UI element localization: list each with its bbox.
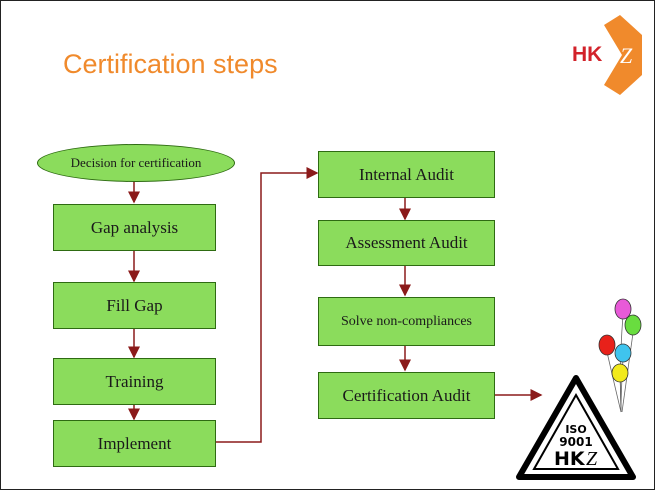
step-training: Training	[53, 358, 216, 405]
step-gap-analysis: Gap analysis	[53, 204, 216, 251]
step-fill-gap: Fill Gap	[53, 282, 216, 329]
iso-9001-badge: ISO 9001 HK Z	[516, 375, 636, 480]
step-internal-audit: Internal Audit	[318, 151, 495, 198]
slide-title: Certification steps	[63, 49, 278, 79]
badge-line3b: Z	[586, 448, 598, 470]
logo-text: HK	[572, 43, 602, 66]
badge-line1: ISO	[565, 423, 586, 436]
badge-line2: 9001	[559, 435, 592, 449]
logo-letter: Z	[620, 43, 633, 68]
balloons-icon	[598, 298, 642, 413]
step-implement: Implement	[53, 420, 216, 467]
arrow-implement-to-internal	[215, 167, 319, 443]
step-solve-non-compliances: Solve non-compliances	[318, 297, 495, 346]
hkz-logo: HK Z	[572, 15, 642, 95]
badge-line3: HK	[554, 448, 586, 470]
start-ellipse: Decision for certification	[37, 144, 235, 182]
step-certification-audit: Certification Audit	[318, 372, 495, 419]
step-assessment-audit: Assessment Audit	[318, 220, 495, 266]
